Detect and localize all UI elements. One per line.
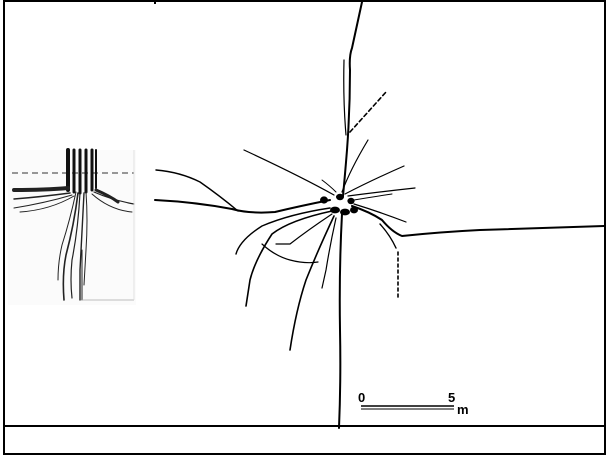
root-west — [155, 200, 330, 213]
root-north-east-3 — [348, 188, 415, 196]
root-south-west-5 — [290, 216, 334, 350]
scale-bar-start-label: 0 — [358, 390, 365, 405]
root-north-west-1 — [244, 150, 334, 195]
root-profile-inset — [8, 150, 136, 305]
root-west-branch — [156, 170, 238, 211]
root-south-west-2 — [246, 211, 332, 306]
root-plan-view — [155, 2, 604, 428]
root-north-east-dashed — [350, 92, 386, 132]
scale-bar: 0 5 m — [358, 390, 469, 417]
root-south-west-4 — [262, 244, 318, 263]
scale-bar-end-label: 5 — [448, 390, 455, 405]
root-north-branch — [344, 60, 346, 135]
scale-bar-unit-label: m — [457, 402, 469, 417]
root-south — [339, 214, 342, 428]
root-east — [352, 206, 604, 236]
